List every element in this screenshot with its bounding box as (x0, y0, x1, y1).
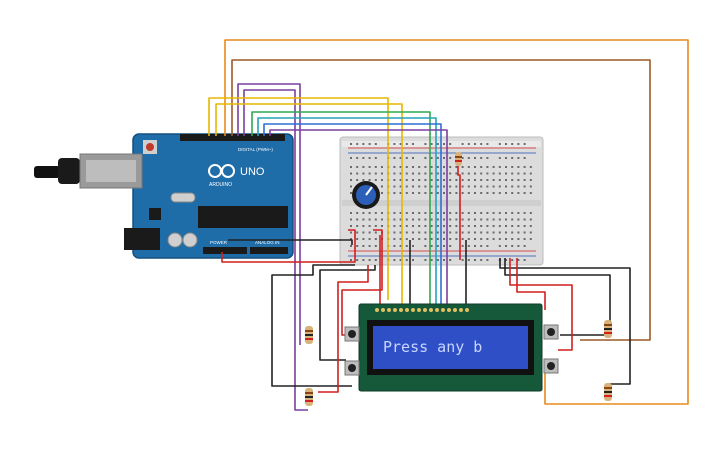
wire-orange-outer (224, 39, 689, 405)
voltage-regulator (149, 208, 161, 220)
analog-header (250, 247, 288, 254)
digital-header (180, 134, 285, 141)
wire-black-right-2 (504, 258, 611, 336)
capacitor-1 (167, 232, 183, 248)
lcd-text: Press any b (383, 338, 482, 356)
lcd-16x2[interactable]: Press any b (358, 303, 543, 392)
wire-black-gnd (228, 239, 353, 245)
analog-label: ANALOG IN (255, 240, 280, 245)
resistor-breadboard[interactable] (455, 152, 462, 166)
resistor-left-bottom[interactable] (305, 388, 313, 406)
wires (208, 39, 689, 411)
crystal (170, 192, 196, 203)
usb-cable-plug (58, 158, 80, 184)
wire-red-right-2 (516, 258, 546, 310)
push-button-right-top[interactable] (543, 324, 559, 340)
arduino-logo-icon (208, 164, 235, 178)
wire-blue (263, 123, 442, 305)
arduino-uno-board[interactable]: UNO ARDUINO DIGITAL (PWM~) POWER ANALOG … (34, 133, 294, 259)
wire-yellow-2 (215, 103, 403, 305)
wire-red-power (221, 229, 356, 263)
digital-label: DIGITAL (PWM~) (238, 147, 273, 152)
resistor-left-top[interactable] (305, 326, 313, 344)
power-header (203, 247, 247, 254)
wire-red-left-1 (341, 229, 383, 336)
lcd-screen (373, 326, 528, 369)
wire-purple-2 (243, 89, 308, 411)
usb-cable-end (34, 166, 60, 178)
wire-purple-3 (269, 129, 448, 305)
push-button-left-bottom[interactable] (344, 360, 360, 376)
wire-red-left-2 (318, 265, 369, 393)
wire-green (251, 111, 431, 305)
wire-black-left-1 (271, 264, 355, 387)
wire-brown-loop (231, 59, 651, 341)
wire-yellow-1 (208, 97, 389, 300)
wire-purple-1 (237, 83, 301, 345)
lcd-pins (375, 308, 469, 312)
wire-cyan (257, 117, 437, 305)
wire-red-right-1 (509, 258, 573, 351)
push-button-left-top[interactable] (344, 326, 360, 342)
wire-black-right-1 (499, 258, 631, 385)
resistor-right-top[interactable] (604, 320, 612, 338)
resistor-right-bottom[interactable] (604, 383, 612, 401)
board-model: UNO (240, 166, 265, 178)
potentiometer[interactable] (352, 181, 380, 209)
power-label: POWER (210, 240, 228, 245)
push-button-right-bottom[interactable] (543, 358, 559, 374)
power-jack (124, 228, 160, 250)
atmega-chip (198, 206, 288, 228)
wire-red-bb (457, 160, 461, 260)
wire-black-left-2 (319, 265, 376, 361)
capacitor-2 (182, 232, 198, 248)
board-brand: ARDUINO (209, 182, 232, 188)
